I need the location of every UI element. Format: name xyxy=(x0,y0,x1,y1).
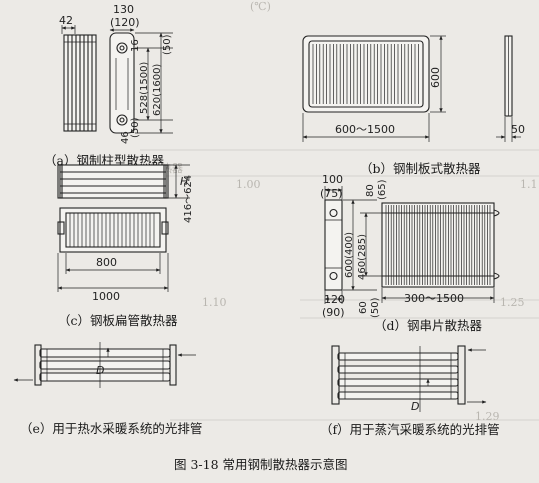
bg-text-2: (℃) xyxy=(250,0,271,13)
dim-f-D: D xyxy=(411,400,419,413)
radiator-a-front-view xyxy=(63,34,97,132)
bg-text-7: 1.1 xyxy=(520,178,538,191)
radiator-d-front-view xyxy=(381,202,500,288)
dim-d-width: 300～1500 xyxy=(404,292,464,305)
caption-d: （d）钢串片散热器 xyxy=(374,318,483,333)
panel-c-flat-tube-radiator: H 416～624 800 1000 （c）钢板扁管散热器 xyxy=(57,164,194,328)
panel-f-steam-pipe: D （f）用于蒸汽采暖系统的光排管 xyxy=(320,345,500,437)
panel-b-panel-radiator: 600 600～1500 50 （b）钢制板式散热器 xyxy=(302,35,525,176)
bg-text-5: 1.25 xyxy=(500,296,525,309)
radiator-d-side-view xyxy=(324,199,343,291)
radiator-b-side-view xyxy=(504,35,513,117)
dim-d-100: 100 xyxy=(322,173,343,186)
dim-a-120: (120) xyxy=(110,16,140,29)
radiator-b-front-view xyxy=(302,35,430,113)
bg-text-3: 1.00 xyxy=(236,178,261,191)
dim-b-width: 600～1500 xyxy=(335,123,395,136)
caption-a: （a）钢制柱型散热器 xyxy=(44,153,164,168)
dim-d-90: (90) xyxy=(322,306,345,319)
dim-d-80: 80 xyxy=(365,184,376,197)
dim-a-16: 16 xyxy=(130,39,141,52)
caption-c: （c）钢板扁管散热器 xyxy=(58,313,178,328)
dim-b-600: 600 xyxy=(429,67,442,88)
dim-a-46: 46 xyxy=(120,131,131,144)
dim-d-120: 120 xyxy=(324,293,345,306)
dim-d-75: (75) xyxy=(320,187,343,200)
dim-a-620: 620(1600) xyxy=(152,64,163,116)
dim-a-50-top: (50) xyxy=(162,34,173,55)
dim-d-65: (65) xyxy=(377,179,388,200)
bg-text-4: 1.10 xyxy=(202,296,227,309)
dim-a-50-bottom: (50) xyxy=(130,117,141,138)
pipe-e-assembly xyxy=(34,344,177,386)
dim-a-42: 42 xyxy=(59,14,73,27)
dim-c-800: 800 xyxy=(96,256,117,269)
dim-b-50: 50 xyxy=(511,123,525,136)
caption-f: （f）用于蒸汽采暖系统的光排管 xyxy=(320,422,500,437)
dim-d-600: 600(400) xyxy=(344,232,355,278)
dim-a-130: 130 xyxy=(113,3,134,16)
radiator-c-top-view xyxy=(57,164,169,199)
caption-e: （e）用于热水采暖系统的光排管 xyxy=(20,421,202,436)
bg-text-6: 1.29 xyxy=(475,410,500,423)
pipe-f-assembly xyxy=(331,345,466,405)
caption-b: （b）钢制板式散热器 xyxy=(360,161,481,176)
panel-e-hot-water-pipe: D （e）用于热水采暖系统的光排管 xyxy=(13,342,202,436)
panel-d-fin-radiator: 100 (75) 120 (90) 600(400) 460(285) 80 (… xyxy=(320,173,500,333)
dim-c-1000: 1000 xyxy=(92,290,120,303)
radiator-c-front-view xyxy=(57,207,169,253)
dim-d-460: 460(285) xyxy=(357,234,368,280)
dim-d-50: (50) xyxy=(370,297,381,318)
dim-e-D: D xyxy=(96,364,104,377)
dim-a-528: 528(1500) xyxy=(139,62,150,114)
dim-c-H: H xyxy=(180,175,188,188)
figure-caption: 图 3-18 常用钢制散热器示意图 xyxy=(174,457,348,472)
dim-c-416-624: 416～624 xyxy=(183,175,194,223)
panel-a-column-radiator: 42 130 (120) 16 (50) 528(1500) 620(1600)… xyxy=(44,3,173,168)
dim-d-60: 60 xyxy=(358,301,369,314)
radiator-a-side-view xyxy=(109,32,135,134)
